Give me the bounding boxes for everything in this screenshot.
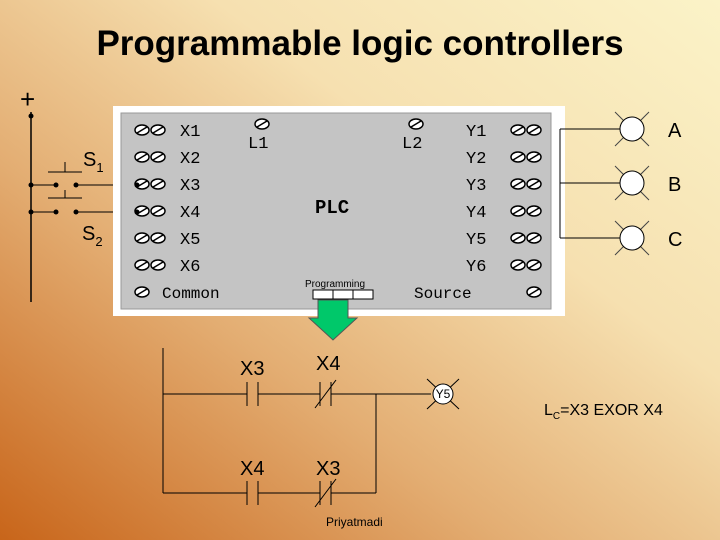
page-title: Programmable logic controllers	[96, 24, 624, 63]
output-terminal-y4-screw[interactable]	[510, 205, 526, 217]
lamp-c: C	[614, 220, 682, 256]
switch-s1[interactable]: S1	[28, 149, 138, 188]
input-label-x1: X1	[180, 123, 200, 142]
input-label-x4: X4	[180, 204, 200, 223]
output-terminal-y4-screw-2[interactable]	[526, 205, 542, 217]
output-terminal-y2-screw[interactable]	[510, 151, 526, 163]
plc-common-label: Common	[162, 285, 220, 303]
input-terminal-x4-screw-2[interactable]	[150, 205, 166, 217]
ladder-diagram: X3 X4 X4 X3 Y5 LC=X3 EXOR X4	[162, 348, 663, 508]
input-terminal-x1-screw[interactable]	[134, 124, 150, 136]
output-terminal-y6-screw-2[interactable]	[526, 259, 542, 271]
input-terminal-x3-screw-2[interactable]	[150, 178, 166, 190]
output-label-y6: Y6	[466, 258, 486, 277]
output-label-y2: Y2	[466, 150, 486, 169]
output-terminal-y3-screw[interactable]	[510, 178, 526, 190]
input-terminal-x5-screw[interactable]	[134, 232, 150, 244]
l1-terminal-screw[interactable]	[254, 118, 270, 130]
input-terminal-x1-screw-2[interactable]	[150, 124, 166, 136]
input-terminal-x6-screw[interactable]	[134, 259, 150, 271]
output-lamps: A B C	[614, 111, 682, 256]
programming-label: Programming	[305, 279, 365, 290]
output-terminal-y3-screw-2[interactable]	[526, 178, 542, 190]
download-arrow	[307, 299, 359, 341]
input-label-x2: X2	[180, 150, 200, 169]
switch-s1-label: S1	[83, 149, 104, 175]
switch-s2-label: S2	[82, 223, 103, 249]
output-label-y4: Y4	[466, 204, 486, 223]
output-terminal-y5-screw[interactable]	[510, 232, 526, 244]
equation: LC=X3 EXOR X4	[544, 402, 663, 422]
output-terminal-y1-screw[interactable]	[510, 124, 526, 136]
lamp-b: B	[614, 165, 681, 201]
input-label-x3: X3	[180, 177, 200, 196]
coil-label: Y5	[436, 387, 451, 401]
x4-node	[134, 209, 140, 215]
plc-name: PLC	[315, 197, 349, 219]
lamp-label-a: A	[668, 120, 682, 142]
input-terminal-x2-screw-2[interactable]	[150, 151, 166, 163]
input-label-x5: X5	[180, 231, 200, 250]
output-terminal-y2-screw-2[interactable]	[526, 151, 542, 163]
programming-port[interactable]	[312, 289, 374, 300]
switch-s2[interactable]: S2	[28, 190, 138, 249]
l2-terminal-screw[interactable]	[408, 118, 424, 130]
lamp-a: A	[614, 111, 682, 147]
output-label-y5: Y5	[466, 231, 486, 250]
output-label-y3: Y3	[466, 177, 486, 196]
rung1-contact-1: X3	[240, 358, 264, 380]
input-terminal-x2-screw[interactable]	[134, 151, 150, 163]
coil-y5: Y5	[426, 378, 460, 410]
plc-l1: L1	[248, 135, 268, 154]
supply-plus: +	[20, 84, 35, 114]
output-terminal-y1-screw-2[interactable]	[526, 124, 542, 136]
rung2-contact-2: X3	[316, 458, 340, 480]
supply-node	[28, 113, 34, 119]
rung1-contact-2: X4	[316, 353, 340, 375]
source-terminal-screw[interactable]	[526, 286, 542, 298]
output-terminal-y6-screw[interactable]	[510, 259, 526, 271]
output-label-y1: Y1	[466, 123, 486, 142]
footer-author: Priyatmadi	[326, 515, 383, 529]
plc-l2: L2	[402, 135, 422, 154]
input-terminal-x6-screw-2[interactable]	[150, 259, 166, 271]
x3-node	[134, 182, 140, 188]
lamp-label-c: C	[668, 229, 682, 251]
output-terminal-y5-screw-2[interactable]	[526, 232, 542, 244]
rung2-contact-1: X4	[240, 458, 264, 480]
input-label-x6: X6	[180, 258, 200, 277]
plc-source-label: Source	[414, 285, 472, 303]
input-terminal-x5-screw-2[interactable]	[150, 232, 166, 244]
common-terminal-screw[interactable]	[134, 286, 150, 298]
lamp-label-b: B	[668, 174, 681, 196]
